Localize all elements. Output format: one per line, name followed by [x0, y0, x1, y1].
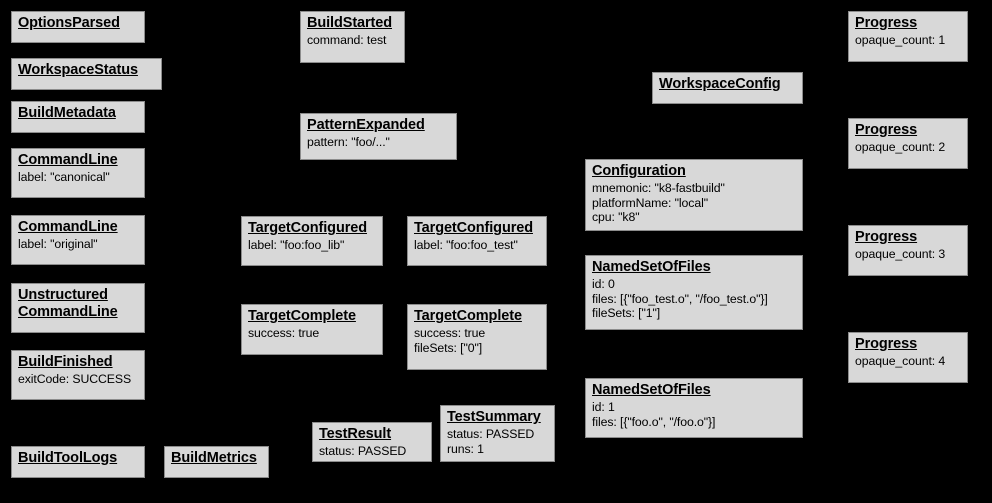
event-node-fields: label: "original": [18, 237, 139, 252]
event-node-field: exitCode: SUCCESS: [18, 372, 132, 387]
event-node-progress-4[interactable]: Progress opaque_count: 4: [848, 332, 968, 383]
event-node-title: BuildStarted: [307, 15, 393, 31]
event-node-field: label: "foo:foo_lib": [248, 238, 345, 253]
event-node-target-configured-foo-test[interactable]: TargetConfigured label: "foo:foo_test": [407, 216, 547, 266]
event-node-field: platformName: "local": [592, 195, 708, 210]
event-node-field: opaque_count: 3: [855, 247, 946, 262]
event-node-title: Unstructured CommandLine: [18, 287, 118, 321]
event-node-options-parsed[interactable]: OptionsParsed: [11, 11, 145, 43]
event-node-field: status: PASSED: [319, 444, 407, 459]
event-node-field: opaque_count: 4: [855, 354, 946, 369]
event-node-title: Configuration: [592, 163, 686, 179]
event-node-fields: exitCode: SUCCESS: [18, 372, 139, 387]
event-node-title: BuildMetrics: [171, 450, 257, 466]
event-node-field: label: "foo:foo_test": [414, 238, 518, 253]
event-node-fields: mnemonic: "k8-fastbuild"platformName: "l…: [592, 181, 797, 225]
event-node-fields: label: "foo:foo_test": [414, 238, 541, 253]
event-node-field: command: test: [307, 33, 387, 48]
event-node-build-started[interactable]: BuildStarted command: test: [300, 11, 405, 63]
event-node-field: runs: 1: [447, 441, 484, 456]
event-node-title: NamedSetOfFiles: [592, 259, 711, 275]
event-node-configuration[interactable]: Configuration mnemonic: "k8-fastbuild"pla…: [585, 159, 803, 231]
event-node-fields: label: "canonical": [18, 170, 139, 185]
event-node-fields: opaque_count: 4: [855, 354, 962, 369]
event-node-title: Progress: [855, 122, 918, 138]
event-node-title: PatternExpanded: [307, 117, 425, 133]
event-node-field: id: 1: [592, 400, 615, 415]
event-node-field: success: true: [248, 326, 320, 341]
event-node-title: CommandLine: [18, 152, 118, 168]
event-node-field: opaque_count: 2: [855, 140, 946, 155]
event-node-title: Progress: [855, 229, 918, 245]
event-node-target-configured-foo-lib[interactable]: TargetConfigured label: "foo:foo_lib": [241, 216, 383, 266]
event-node-title: WorkspaceStatus: [18, 62, 138, 78]
event-node-field: fileSets: ["1"]: [592, 306, 661, 321]
event-node-field: id: 0: [592, 277, 615, 292]
event-node-title: WorkspaceConfig: [659, 76, 781, 92]
event-node-fields: opaque_count: 3: [855, 247, 962, 262]
event-node-title: TargetConfigured: [414, 220, 533, 236]
event-node-title: Progress: [855, 15, 918, 31]
event-node-build-finished[interactable]: BuildFinished exitCode: SUCCESS: [11, 350, 145, 400]
event-node-progress-3[interactable]: Progress opaque_count: 3: [848, 225, 968, 276]
event-node-title: TargetConfigured: [248, 220, 367, 236]
event-node-field: files: [{"foo_test.o", "/foo_test.o"}]: [592, 291, 768, 306]
event-node-progress-1[interactable]: Progress opaque_count: 1: [848, 11, 968, 62]
event-node-fields: pattern: "foo/...": [307, 135, 451, 150]
event-node-field: mnemonic: "k8-fastbuild": [592, 181, 725, 196]
event-node-fields: status: PASSED: [319, 444, 426, 459]
event-node-title: BuildToolLogs: [18, 450, 118, 466]
event-node-title: OptionsParsed: [18, 15, 120, 31]
event-node-field: label: "canonical": [18, 170, 110, 185]
event-node-progress-2[interactable]: Progress opaque_count: 2: [848, 118, 968, 169]
event-node-command-line-original[interactable]: CommandLine label: "original": [11, 215, 145, 265]
event-node-build-tool-logs[interactable]: BuildToolLogs: [11, 446, 145, 478]
event-node-fields: opaque_count: 2: [855, 140, 962, 155]
event-node-title: Progress: [855, 336, 918, 352]
event-node-field: opaque_count: 1: [855, 33, 946, 48]
event-node-field: pattern: "foo/...": [307, 135, 390, 150]
event-node-fields: success: true: [248, 326, 377, 341]
event-node-title: NamedSetOfFiles: [592, 382, 711, 398]
event-node-command-line-canonical[interactable]: CommandLine label: "canonical": [11, 148, 145, 198]
event-node-title: BuildMetadata: [18, 105, 116, 121]
event-node-field: cpu: "k8": [592, 210, 640, 225]
event-node-title: BuildFinished: [18, 354, 113, 370]
event-node-build-metrics[interactable]: BuildMetrics: [164, 446, 269, 478]
event-node-test-result[interactable]: TestResult status: PASSED: [312, 422, 432, 462]
event-node-title: TestSummary: [447, 409, 541, 425]
event-node-build-metadata[interactable]: BuildMetadata: [11, 101, 145, 133]
event-node-fields: command: test: [307, 33, 399, 48]
event-node-field: success: true: [414, 326, 486, 341]
event-node-title: TestResult: [319, 426, 392, 442]
event-node-fields: opaque_count: 1: [855, 33, 962, 48]
event-node-field: status: PASSED: [447, 427, 535, 442]
event-node-title: CommandLine: [18, 219, 118, 235]
event-node-unstructured-command-line[interactable]: Unstructured CommandLine: [11, 283, 145, 333]
event-node-field: fileSets: ["0"]: [414, 340, 483, 355]
event-node-workspace-status[interactable]: WorkspaceStatus: [11, 58, 162, 90]
event-node-pattern-expanded[interactable]: PatternExpanded pattern: "foo/...": [300, 113, 457, 160]
event-node-field: label: "original": [18, 237, 98, 252]
event-node-field: files: [{"foo.o", "/foo.o"}]: [592, 414, 716, 429]
event-node-fields: label: "foo:foo_lib": [248, 238, 377, 253]
event-node-target-complete-lib[interactable]: TargetComplete success: true: [241, 304, 383, 355]
event-node-title: TargetComplete: [414, 308, 522, 324]
event-node-workspace-config[interactable]: WorkspaceConfig: [652, 72, 803, 104]
event-node-title: TargetComplete: [248, 308, 356, 324]
